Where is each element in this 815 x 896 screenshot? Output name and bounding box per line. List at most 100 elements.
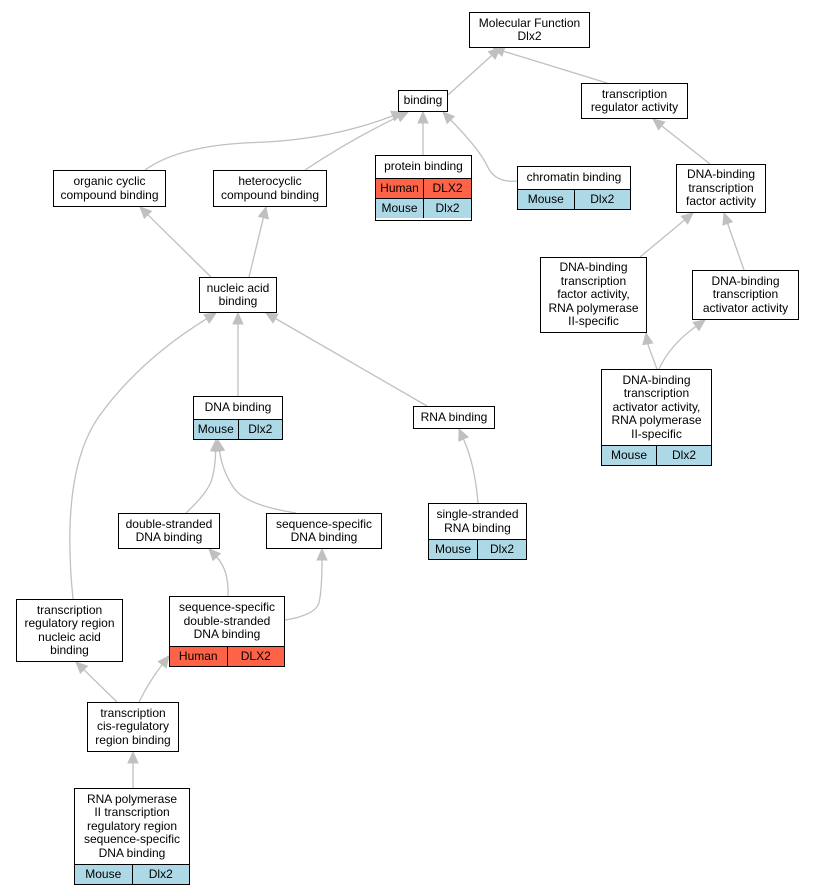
node-chromatin-binding[interactable]: chromatin binding Mouse Dlx2	[517, 166, 631, 210]
node-dna-binding[interactable]: DNA binding Mouse Dlx2	[193, 396, 283, 440]
edge-tcis-to-ssds	[138, 655, 170, 703]
gene-cell: Dlx2	[131, 865, 190, 884]
node-rna-binding[interactable]: RNA binding	[413, 406, 495, 429]
node-dna-binding-transcription-activator-activity[interactable]: DNA-binding transcription activator acti…	[692, 270, 799, 320]
node-transcription-regulatory-region-nucleic-acid-binding[interactable]: transcription regulatory region nucleic …	[16, 599, 123, 662]
edge-arrowhead	[722, 211, 734, 226]
edge-arrowhead	[458, 427, 469, 442]
node-transcription-regulator-activity[interactable]: transcription regulator activity	[581, 83, 688, 119]
node-label: heterocyclic compound binding	[220, 174, 320, 202]
edge-arrowhead	[203, 312, 218, 324]
organism-cell: Mouse	[434, 541, 472, 556]
edge-tcis-to-trrna	[75, 661, 118, 703]
edge-arrowhead	[127, 750, 139, 764]
edge-line	[284, 559, 323, 621]
node-label: DNA-binding transcription activator acti…	[702, 273, 789, 315]
edge-line	[447, 54, 493, 96]
edge-ssds-to-seqdna	[284, 547, 328, 621]
edge-line	[216, 556, 229, 597]
edge-line	[639, 219, 685, 258]
edge-line	[304, 116, 399, 171]
node-label: nucleic acid binding	[206, 280, 270, 308]
gene-cell: Dlx2	[573, 190, 631, 209]
edge-line	[658, 325, 697, 370]
node-double-stranded-dna-binding[interactable]: double-stranded DNA binding	[118, 513, 220, 549]
organism-cell: Mouse	[85, 866, 122, 881]
node-label: RNA binding	[420, 409, 488, 424]
edge-pol2-to-tcis	[127, 750, 139, 788]
edge-ssds-to-dsdna	[208, 548, 229, 597]
edge-line	[275, 317, 428, 407]
edge-chromatin-to-binding	[442, 111, 518, 182]
edge-binding-to-mf	[447, 47, 501, 96]
edge-line	[138, 664, 163, 703]
node-label: transcription regulatory region nucleic …	[24, 602, 115, 657]
edge-line	[726, 223, 745, 271]
annotation-row: Mouse Dlx2	[194, 419, 282, 439]
edge-trans_reg-to-mf	[491, 45, 608, 84]
edge-arrowhead	[395, 111, 410, 123]
annotation-row: Human DLX2	[170, 646, 284, 666]
organism-cell: Mouse	[197, 421, 234, 436]
edge-arrowhead	[652, 118, 666, 131]
edge-line	[218, 450, 297, 514]
node-dna-binding-transcription-factor-activity[interactable]: DNA-binding transcription factor activit…	[676, 164, 766, 213]
node-label: organic cyclic compound binding	[60, 174, 159, 202]
node-label: double-stranded DNA binding	[125, 516, 213, 544]
node-rna-polymerase-ii-regulatory-region-binding[interactable]: RNA polymerase II transcription regulato…	[74, 788, 190, 885]
gene-cell: Dlx2	[423, 199, 471, 218]
gene-cell: DLX2	[423, 179, 471, 198]
edge-arrowhead	[442, 111, 456, 125]
annotation-row: Mouse Dlx2	[376, 198, 471, 218]
node-transcription-cis-regulatory-region-binding[interactable]: transcription cis-regulatory region bind…	[87, 702, 179, 752]
node-sequence-specific-double-stranded-dna-binding[interactable]: sequence-specific double-stranded DNA bi…	[169, 596, 285, 667]
node-single-stranded-rna-binding[interactable]: single-stranded RNA binding Mouse Dlx2	[428, 503, 527, 560]
edge-arrowhead	[417, 110, 429, 124]
edge-arrowhead	[692, 319, 706, 332]
node-dna-binding-activator-activity-pol2[interactable]: DNA-binding transcription activator acti…	[601, 369, 712, 466]
node-sequence-specific-dna-binding[interactable]: sequence-specific DNA binding	[266, 513, 382, 549]
node-heterocyclic-compound-binding[interactable]: heterocyclic compound binding	[213, 170, 327, 207]
edge-trrna-to-nucleic	[69, 312, 218, 600]
node-organic-cyclic-compound-binding[interactable]: organic cyclic compound binding	[53, 170, 166, 207]
node-label: RNA polymerase II transcription regulato…	[83, 791, 181, 860]
node-dna-binding-tf-activity-pol2[interactable]: DNA-binding transcription factor activit…	[540, 257, 647, 333]
node-binding[interactable]: binding	[398, 90, 448, 112]
node-label: DNA-binding transcription factor activit…	[548, 260, 639, 329]
annotation-row: Mouse Dlx2	[518, 189, 630, 209]
edge-rna-to-nucleic	[264, 312, 428, 407]
edge-nucleic-to-organic	[139, 206, 212, 278]
edge-organic-to-binding	[144, 110, 405, 171]
edge-arrowhead	[139, 206, 153, 220]
organism-cell: Human	[178, 648, 218, 663]
edge-line	[661, 125, 711, 165]
edge-nucleic-to-hetero	[248, 205, 269, 278]
edge-line	[69, 318, 207, 600]
edge-arrowhead	[75, 661, 89, 675]
node-label: DNA-binding transcription activator acti…	[611, 372, 702, 441]
edge-arrowhead	[157, 655, 170, 669]
edge-dbta_pol2-to-dbta	[658, 319, 706, 370]
node-label: transcription regulator activity	[590, 86, 679, 114]
annotation-row: Mouse Dlx2	[602, 445, 711, 465]
node-label: binding	[403, 93, 443, 108]
organism-cell: Mouse	[381, 200, 418, 215]
edge-arrowhead	[257, 205, 269, 220]
edge-line	[248, 217, 265, 278]
edge-dbta_pol2-to-dbtf_pol2	[642, 331, 658, 370]
node-molecular-function[interactable]: Molecular Function Dlx2	[469, 12, 590, 48]
edge-protein-to-binding	[417, 110, 429, 155]
edge-arrowhead	[208, 548, 222, 562]
node-label: DNA-binding transcription factor activit…	[685, 167, 757, 209]
organism-cell: Human	[380, 180, 419, 195]
node-protein-binding[interactable]: protein binding Human DLX2 Mouse Dlx2	[375, 155, 472, 221]
edge-line	[83, 669, 118, 703]
node-label: Molecular Function Dlx2	[478, 15, 581, 43]
edge-hetero-to-binding	[304, 111, 410, 171]
edge-arrowhead	[642, 331, 654, 346]
node-nucleic-acid-binding[interactable]: nucleic acid binding	[199, 277, 277, 313]
edge-arrowhead	[264, 312, 279, 324]
annotation-row: Mouse Dlx2	[429, 539, 526, 559]
